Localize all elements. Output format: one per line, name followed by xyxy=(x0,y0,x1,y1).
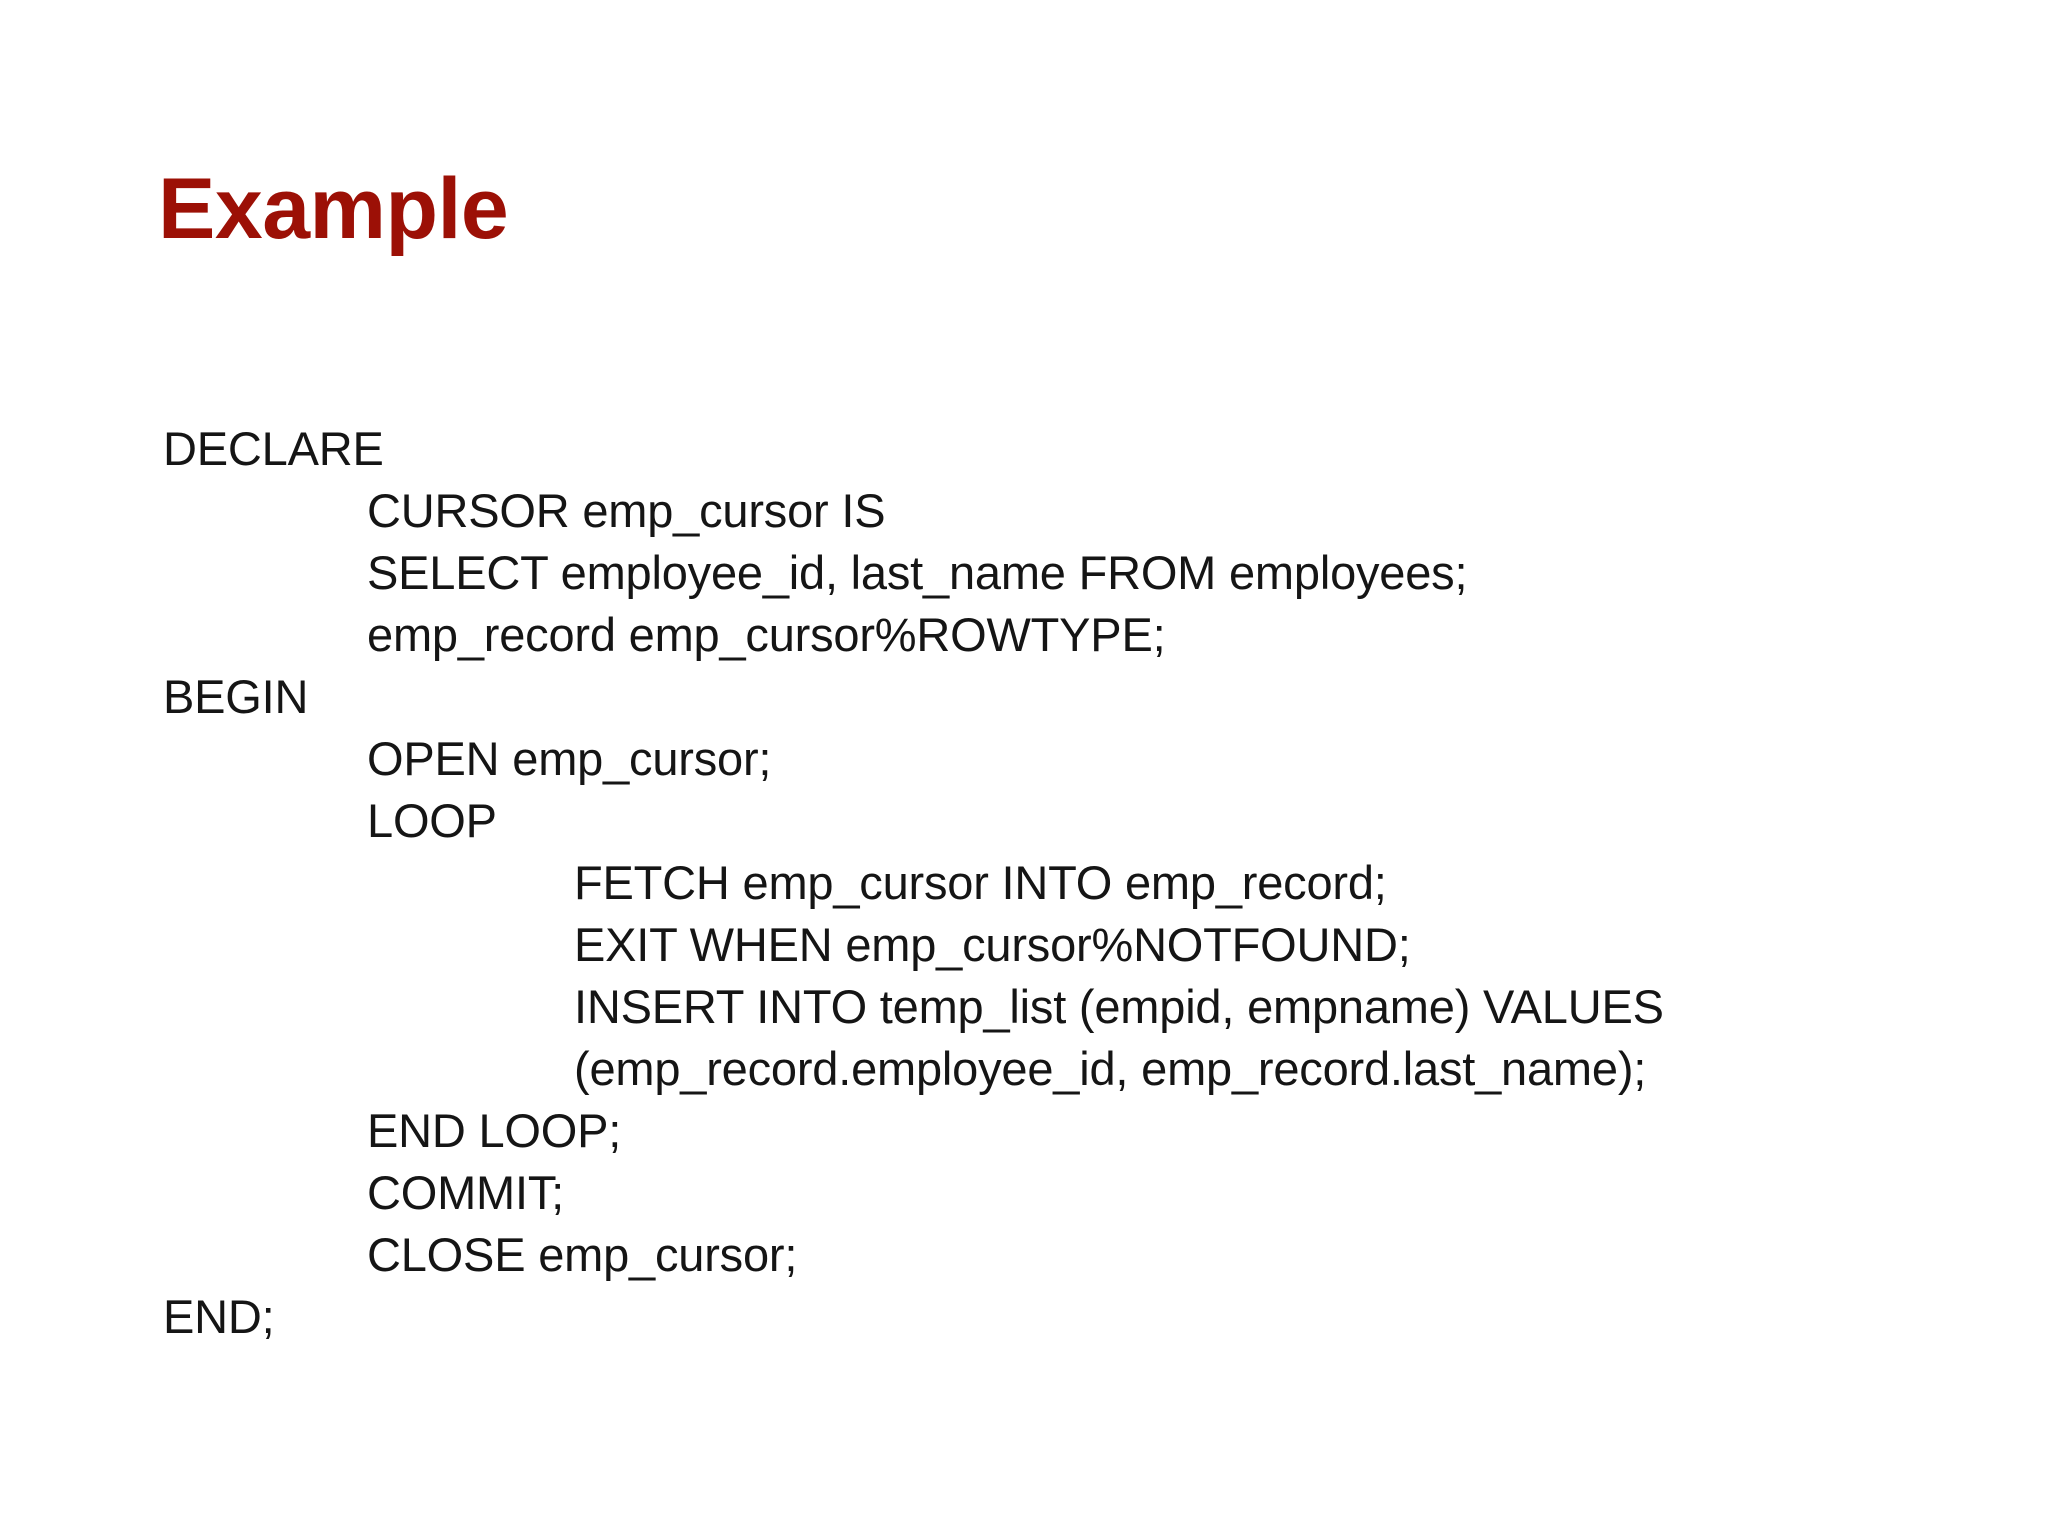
code-line: OPEN emp_cursor; xyxy=(367,732,772,785)
code-line: END LOOP; xyxy=(367,1104,622,1157)
code-line: EXIT WHEN emp_cursor%NOTFOUND; xyxy=(574,918,1411,971)
code-line: INSERT INTO temp_list (empid, empname) V… xyxy=(574,980,1664,1033)
code-line: CURSOR emp_cursor IS xyxy=(367,484,886,537)
code-line: LOOP xyxy=(367,794,497,847)
code-block: DECLARE CURSOR emp_cursor IS SELECT employ… xyxy=(0,418,2048,1348)
code-line: BEGIN xyxy=(163,670,309,723)
page-title: Example xyxy=(158,161,509,257)
code-line: FETCH emp_cursor INTO emp_record; xyxy=(574,856,1387,909)
code-line: END; xyxy=(163,1290,275,1343)
code-line: CLOSE emp_cursor; xyxy=(367,1228,798,1281)
code-line: (emp_record.employee_id, emp_record.last… xyxy=(574,1042,1647,1095)
code-line: DECLARE xyxy=(163,422,384,475)
code-line: COMMIT; xyxy=(367,1166,565,1219)
code-line: emp_record emp_cursor%ROWTYPE; xyxy=(367,608,1166,661)
code-line: SELECT employee_id, last_name FROM emplo… xyxy=(367,546,1468,599)
